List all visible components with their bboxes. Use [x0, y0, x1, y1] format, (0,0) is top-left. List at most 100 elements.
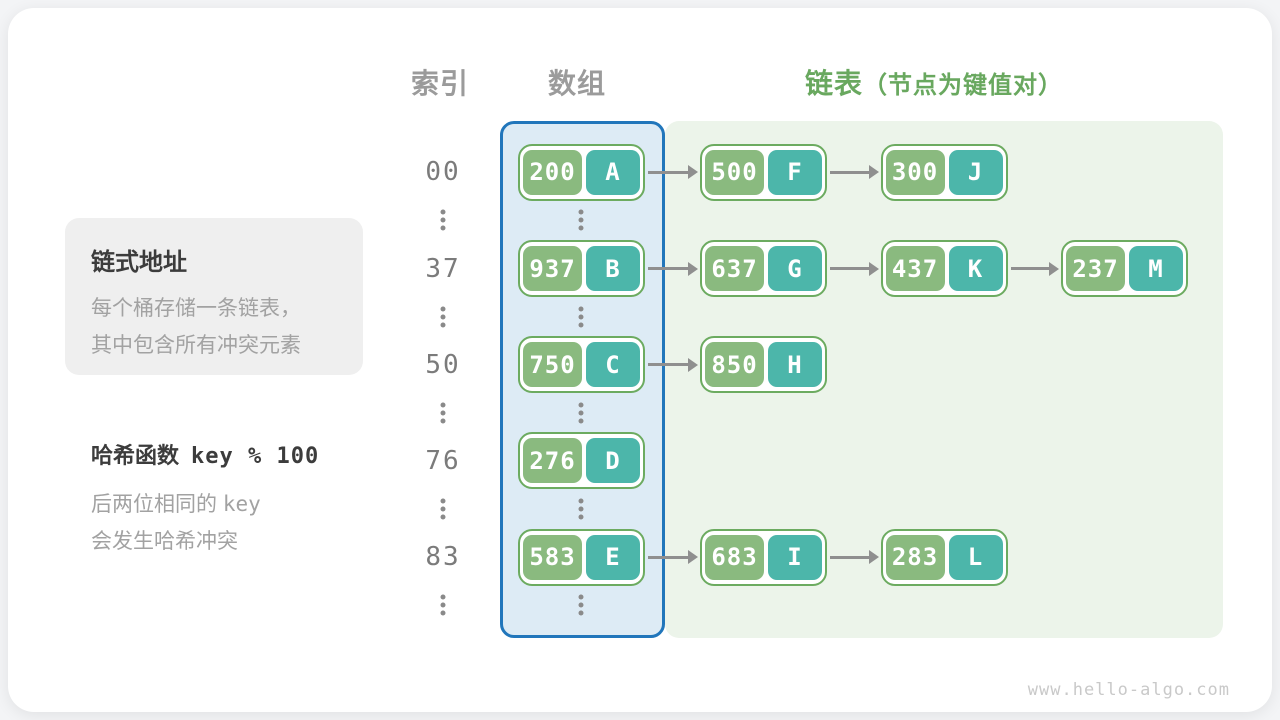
node-value-cell: F	[768, 149, 822, 195]
ellipsis-dots	[440, 306, 446, 327]
info-card-line-1: 每个桶存储一条链表，	[91, 297, 301, 320]
ellipsis-dots	[578, 306, 584, 327]
dot	[440, 594, 446, 600]
chain-arrow	[830, 261, 878, 276]
dot	[578, 514, 584, 519]
node-value-cell: A	[586, 149, 640, 195]
node-value-cell: B	[586, 246, 640, 291]
node-key-cell: 937	[523, 246, 582, 291]
node-key-cell: 283	[885, 534, 945, 580]
dot	[578, 602, 584, 608]
index-label: 83	[425, 542, 461, 572]
dot	[578, 322, 584, 327]
node-key-cell: 437	[885, 246, 945, 291]
node-value-cell: D	[586, 438, 640, 483]
canvas-card: 索引 数组 链表（节点为键值对） 链式地址 每个桶存储一条链表， 其中包含所有冲…	[8, 8, 1272, 712]
node-value-cell: H	[768, 342, 822, 387]
node-key-cell: 637	[705, 246, 764, 291]
dot	[578, 209, 584, 215]
dot	[440, 514, 446, 519]
dot	[578, 225, 584, 231]
chain-arrow	[830, 550, 878, 564]
dot	[440, 306, 446, 311]
node-key-cell: 683	[705, 534, 764, 580]
dot	[578, 498, 584, 503]
ellipsis-dots	[440, 498, 446, 519]
ellipsis-dots	[578, 498, 584, 519]
dot	[440, 602, 446, 608]
ellipsis-dots	[578, 209, 584, 231]
node-value-cell: E	[586, 534, 640, 580]
node-key-cell: 200	[523, 149, 582, 195]
index-label: 76	[425, 445, 461, 476]
dot	[578, 610, 584, 616]
index-label: 37	[425, 253, 461, 284]
node-key-cell: 300	[885, 149, 945, 195]
dot	[578, 418, 584, 423]
chain-arrow	[648, 261, 698, 276]
dot	[578, 410, 584, 415]
dot	[440, 610, 446, 616]
column-header-index: 索引	[411, 68, 470, 99]
chain-arrow	[1010, 261, 1059, 276]
ellipsis-dots	[578, 594, 584, 616]
chaining-info-card: 链式地址 每个桶存储一条链表， 其中包含所有冲突元素	[65, 218, 363, 375]
dot	[440, 402, 446, 407]
dot	[440, 217, 446, 223]
dot	[578, 402, 584, 407]
hash-function-note: 哈希函数 key % 100 后两位相同的 key 会发生哈希冲突	[91, 438, 401, 560]
hash-note-line-2: 会发生哈希冲突	[91, 530, 238, 553]
dot	[440, 314, 446, 319]
node-value-cell: M	[1129, 246, 1183, 291]
dot	[440, 498, 446, 503]
info-card-title: 链式地址	[91, 249, 187, 276]
node-value-cell: K	[948, 246, 1003, 291]
node-key-cell: 583	[523, 534, 582, 580]
node-key-cell: 500	[705, 149, 764, 195]
hash-function-title: 哈希函数 key % 100	[91, 438, 401, 470]
node-value-cell: I	[768, 534, 822, 580]
linked-list-label: 链表	[805, 68, 864, 99]
dot	[440, 418, 446, 423]
hash-note-line-1: 后两位相同的 key	[91, 486, 401, 523]
ellipsis-dots	[440, 402, 446, 423]
dot	[440, 322, 446, 327]
node-key-cell: 750	[523, 342, 582, 387]
node-key-cell: 276	[523, 438, 582, 483]
node-value-cell: G	[768, 246, 822, 291]
info-card-line-2: 其中包含所有冲突元素	[91, 334, 301, 357]
node-value-cell: L	[948, 534, 1003, 580]
dot	[578, 314, 584, 319]
chain-arrow	[648, 550, 698, 564]
dot	[440, 209, 446, 215]
dot	[440, 506, 446, 511]
hash-line1-text: 后两位相同的	[91, 493, 223, 516]
column-header-array: 数组	[548, 68, 607, 99]
ellipsis-dots	[578, 402, 584, 423]
hash-line1-code: key	[222, 492, 261, 516]
dot	[440, 410, 446, 415]
watermark-url: www.hello-algo.com	[1027, 680, 1230, 700]
chain-arrow	[648, 357, 698, 372]
hash-title-code: key % 100	[191, 444, 320, 469]
dot	[578, 594, 584, 600]
dot	[440, 225, 446, 231]
chain-arrow	[648, 165, 698, 179]
ellipsis-dots	[440, 594, 446, 616]
hash-title-text: 哈希函数	[91, 443, 180, 468]
node-value-cell: C	[586, 342, 640, 387]
index-label: 50	[425, 349, 461, 380]
chain-arrow	[830, 165, 878, 179]
dot	[578, 217, 584, 223]
